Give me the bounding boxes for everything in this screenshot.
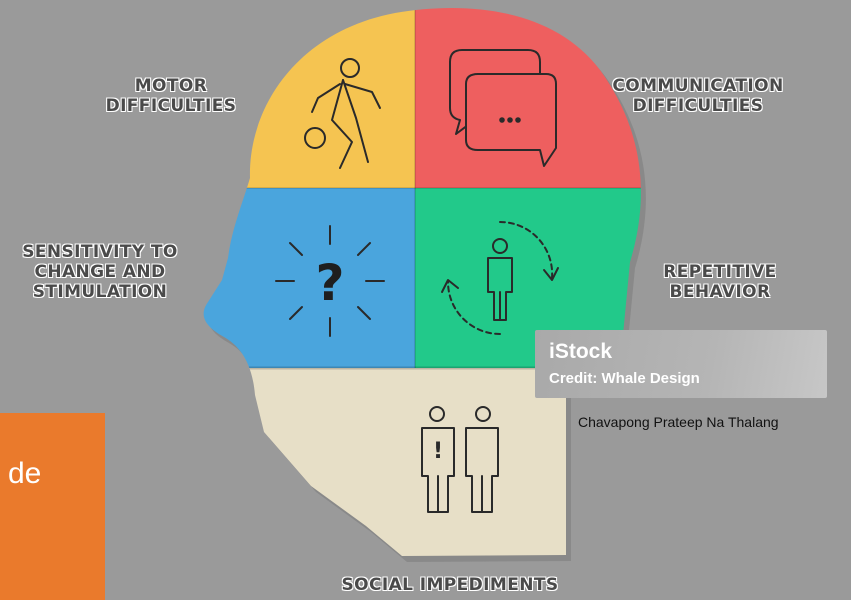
person-kicking-ball-icon (304, 58, 381, 169)
social-impediments-label: SOCIAL IMPEDIMENTS (300, 575, 600, 595)
speech-bubbles-icon (449, 49, 557, 167)
motor-label-line-1: MOTOR (134, 76, 208, 96)
repetitive-label-line-2: BEHAVIOR (669, 282, 771, 302)
communication-difficulties-label: COMMUNICATION DIFFICULTIES (598, 76, 798, 116)
social-label-line-1: SOCIAL IMPEDIMENTS (341, 575, 559, 595)
watermark-credit: Credit: Whale Design (549, 370, 700, 387)
motor-label-line-2: DIFFICULTIES (105, 96, 237, 116)
person-cycle-icon (441, 220, 559, 335)
istock-watermark: iStock Credit: Whale Design (535, 330, 827, 398)
motor-difficulties-label: MOTOR DIFFICULTIES (86, 76, 256, 116)
slide-text-fragment: de (8, 457, 42, 490)
repetitive-label-line-1: REPETITIVE (663, 262, 777, 282)
communication-label-line-1: COMMUNICATION (612, 76, 784, 96)
exclamation-glyph: ! (433, 439, 443, 464)
sensitivity-label-line-2: CHANGE AND (34, 262, 166, 282)
sensitivity-label: SENSITIVITY TO CHANGE AND STIMULATION (0, 242, 200, 302)
watermark-brand: iStock (549, 340, 613, 363)
question-mark-glyph: ? (315, 254, 344, 312)
communication-label-line-2: DIFFICULTIES (632, 96, 764, 116)
orange-slide-box: de (0, 413, 105, 600)
sensitivity-segment (203, 188, 415, 368)
sensitivity-label-line-3: STIMULATION (32, 282, 168, 302)
two-people-icon: ! (421, 406, 499, 513)
sensitivity-label-line-1: SENSITIVITY TO (22, 242, 178, 262)
question-mark-icon: ? (275, 225, 385, 337)
repetitive-behavior-label: REPETITIVE BEHAVIOR (640, 262, 800, 302)
author-caption: Chavapong Prateep Na Thalang (578, 414, 779, 430)
social-segment (203, 368, 641, 557)
